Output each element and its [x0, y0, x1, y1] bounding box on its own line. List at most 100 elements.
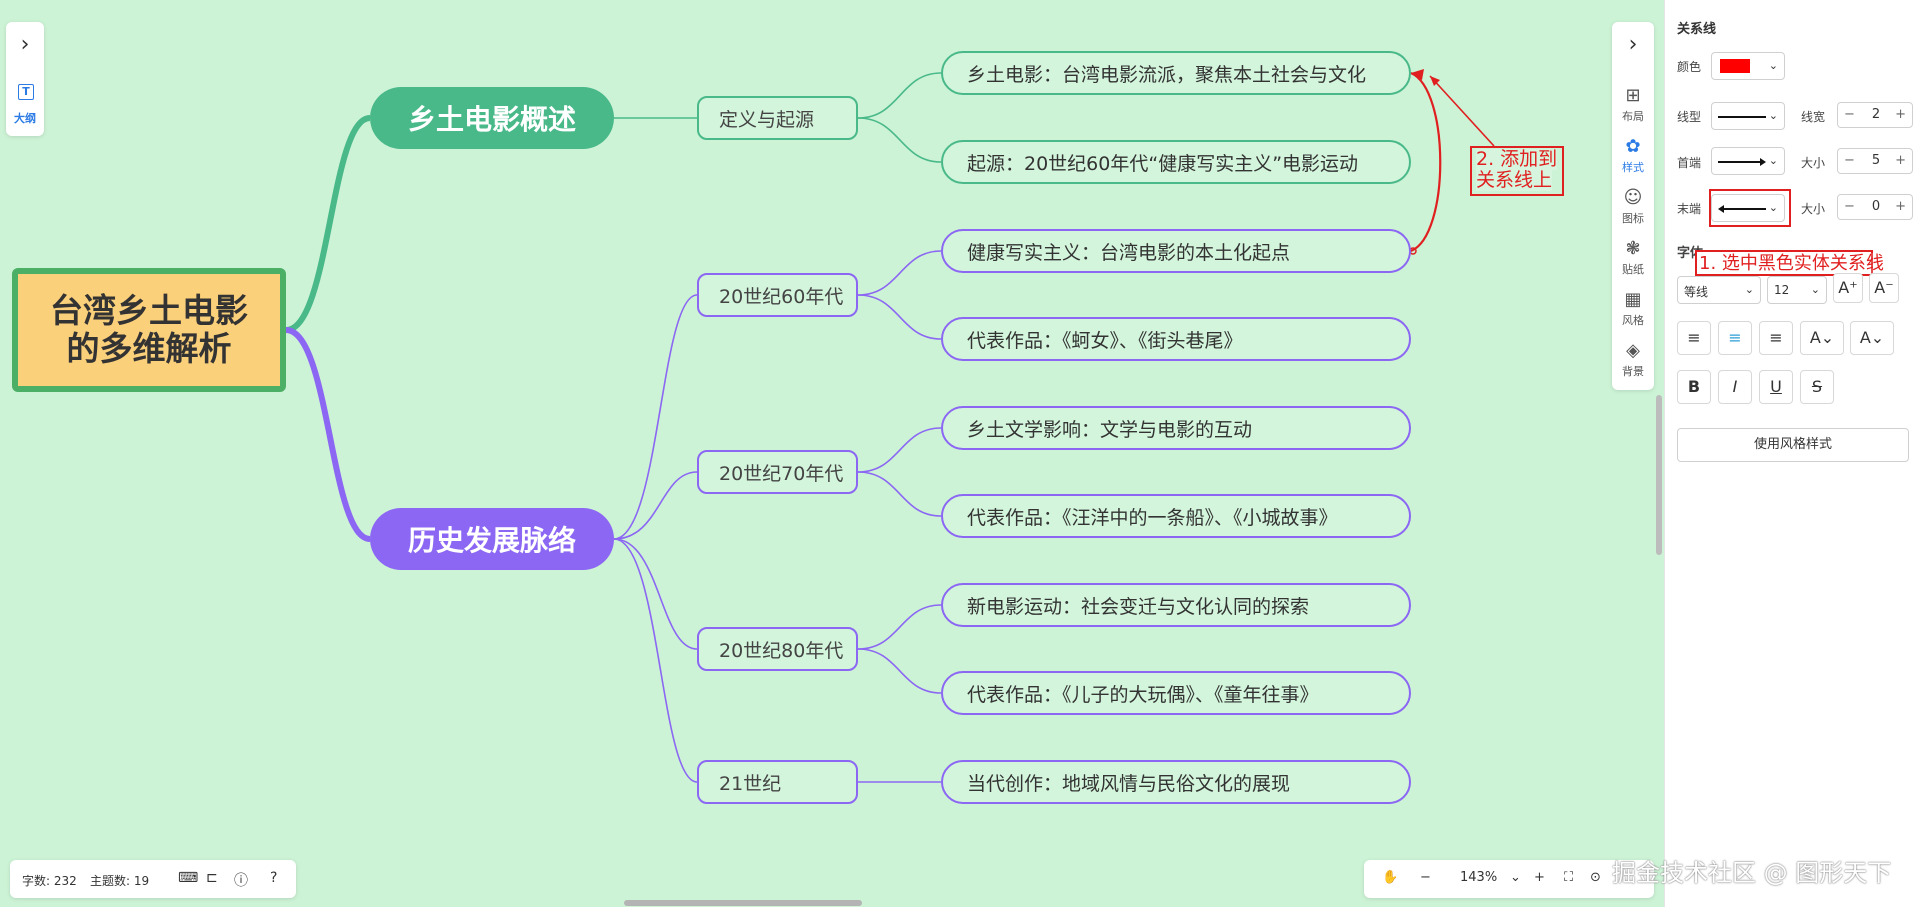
start-size-stepper[interactable]: − 5 + — [1837, 148, 1913, 174]
left-toolbar: › T 大纲 — [6, 22, 44, 136]
rail-label: 布局 — [1622, 110, 1644, 123]
font-decrease-icon[interactable]: A⁻ — [1869, 273, 1899, 303]
branch-overview[interactable]: 乡土电影概述 — [370, 87, 614, 149]
rail-item-layout[interactable]: ⊞ 布局 — [1612, 86, 1654, 124]
info-icon[interactable]: ⓘ — [234, 873, 248, 889]
word-count: 字数: 232 — [22, 874, 77, 888]
align-left-icon[interactable]: ≡ — [1677, 321, 1711, 355]
align-right-icon[interactable]: ≡ — [1759, 321, 1793, 355]
use-style-button[interactable]: 使用风格样式 — [1677, 428, 1909, 462]
chevron-down-icon: ⌄ — [1768, 201, 1778, 214]
locate-icon[interactable]: ⊙ — [1590, 870, 1601, 885]
help-icon[interactable]: ? — [270, 870, 278, 886]
line-width-stepper[interactable]: − 2 + — [1837, 102, 1913, 128]
hand-icon[interactable]: ✋ — [1382, 870, 1399, 885]
annotation-step2-line2: 关系线上 — [1476, 169, 1553, 191]
chevron-down-icon: ⌄ — [1768, 59, 1778, 72]
minus-icon[interactable]: − — [1844, 199, 1855, 214]
status-bar: 字数: 232 主题数: 19 ⌨ ⊏ ⓘ ? — [10, 860, 296, 898]
mindmap-canvas[interactable]: 台湾乡土电影的多维解析 乡土电影概述 历史发展脉络 定义与起源 乡土电影：台湾电… — [0, 0, 1662, 907]
subtopic-60s[interactable]: 20世纪60年代 — [697, 273, 858, 317]
subtopic-definition[interactable]: 定义与起源 — [697, 96, 858, 140]
start-arrow-select[interactable]: ⌄ — [1711, 147, 1785, 175]
fit-screen-icon[interactable]: ⛶ — [1564, 870, 1574, 885]
arrow-line-icon — [1718, 161, 1762, 163]
italic-icon[interactable]: I — [1718, 370, 1752, 404]
start-size-value[interactable]: 5 — [1871, 153, 1881, 168]
solid-line-icon — [1718, 116, 1766, 118]
leaf-topic[interactable]: 当代创作：地域风情与民俗文化的展现 — [941, 760, 1411, 804]
leaf-topic[interactable]: 代表作品：《蚵女》、《街头巷尾》 — [941, 317, 1411, 361]
expand-chevron-icon[interactable]: › — [20, 32, 30, 57]
end-size-value[interactable]: 0 — [1871, 199, 1881, 214]
rail-item-stickers[interactable]: ❃ 贴纸 — [1612, 239, 1654, 277]
highlight-color-picker[interactable]: A⌄ — [1850, 321, 1894, 355]
rail-label: 样式 — [1622, 161, 1644, 174]
outline-label[interactable]: 大纲 — [14, 112, 36, 125]
rail-item-theme[interactable]: ▦ 风格 — [1612, 290, 1654, 328]
text-color-picker[interactable]: A⌄ — [1800, 321, 1844, 355]
outline-icon[interactable]: T — [18, 84, 34, 100]
font-size-value: 12 — [1774, 283, 1790, 297]
font-size-select[interactable]: 12 ⌄ — [1767, 276, 1827, 304]
start-label: 首端 — [1677, 156, 1702, 170]
arrow-head-icon — [1760, 158, 1766, 166]
root-topic[interactable]: 台湾乡土电影的多维解析 — [12, 268, 286, 392]
zoom-in-icon[interactable]: + — [1534, 870, 1545, 885]
end-label: 末端 — [1677, 202, 1702, 216]
plus-icon[interactable]: + — [1895, 199, 1906, 214]
leaf-topic[interactable]: 起源：20世纪60年代“健康写实主义”电影运动 — [941, 140, 1411, 184]
arrow-head-icon — [1718, 205, 1724, 213]
subtopic-70s[interactable]: 20世纪70年代 — [697, 450, 858, 494]
sticker-icon: ❃ — [1625, 238, 1641, 259]
subtopic-80s[interactable]: 20世纪80年代 — [697, 627, 858, 671]
align-center-icon[interactable]: ≡ — [1718, 321, 1752, 355]
leaf-topic[interactable]: 乡土电影：台湾电影流派，聚焦本土社会与文化 — [941, 51, 1411, 95]
chevron-down-icon: ⌄ — [1768, 154, 1778, 167]
minus-icon[interactable]: − — [1844, 107, 1855, 122]
end-size-stepper[interactable]: − 0 + — [1837, 194, 1913, 220]
rail-label: 背景 — [1622, 365, 1644, 378]
zoom-out-icon[interactable]: − — [1420, 870, 1431, 885]
zoom-value[interactable]: 143% — [1460, 870, 1498, 885]
subtopic-21st[interactable]: 21世纪 — [697, 760, 858, 804]
line-width-label: 线宽 — [1801, 110, 1826, 124]
leaf-topic[interactable]: 代表作品：《儿子的大玩偶》、《童年往事》 — [941, 671, 1411, 715]
layers-icon: ◈ — [1626, 340, 1640, 361]
leaf-topic[interactable]: 健康写实主义：台湾电影的本土化起点 — [941, 229, 1411, 273]
vertical-scrollbar[interactable] — [1656, 395, 1662, 555]
branch-history[interactable]: 历史发展脉络 — [370, 508, 614, 570]
minimap-icon[interactable]: ⊏ — [206, 870, 218, 886]
line-type-label: 线型 — [1677, 110, 1702, 124]
properties-panel: 关系线 颜色 ⌄ 线型 ⌄ 线宽 − 2 + 首端 ⌄ 大小 − 5 + 末端 … — [1664, 0, 1920, 907]
bold-icon[interactable]: B — [1677, 370, 1711, 404]
underline-icon[interactable]: U — [1759, 370, 1793, 404]
end-size-label: 大小 — [1801, 202, 1826, 216]
line-type-select[interactable]: ⌄ — [1711, 102, 1785, 130]
font-family-select[interactable]: 等线 ⌄ — [1677, 276, 1761, 304]
keyboard-icon[interactable]: ⌨ — [178, 870, 199, 886]
rail-item-background[interactable]: ◈ 背景 — [1612, 341, 1654, 379]
rail-label: 贴纸 — [1622, 263, 1644, 276]
chevron-down-icon[interactable]: ⌄ — [1510, 870, 1521, 885]
rail-item-icons[interactable]: ☺ 图标 — [1612, 188, 1654, 226]
plus-icon[interactable]: + — [1895, 107, 1906, 122]
end-arrow-select[interactable]: ⌄ — [1711, 194, 1785, 222]
minus-icon[interactable]: − — [1844, 153, 1855, 168]
leaf-topic[interactable]: 新电影运动：社会变迁与文化认同的探索 — [941, 583, 1411, 627]
color-swatch — [1720, 59, 1750, 73]
leaf-topic[interactable]: 乡土文学影响：文学与电影的互动 — [941, 406, 1411, 450]
watermark: 掘金技术社区 @ 图形天下 — [1612, 859, 1892, 887]
line-width-value[interactable]: 2 — [1871, 107, 1881, 122]
horizontal-scrollbar[interactable] — [624, 900, 862, 906]
chevron-down-icon: ⌄ — [1810, 283, 1820, 296]
leaf-topic[interactable]: 代表作品：《汪洋中的一条船》、《小城故事》 — [941, 494, 1411, 538]
plus-icon[interactable]: + — [1895, 153, 1906, 168]
right-icon-rail: › ⊞ 布局 ✿ 样式 ☺ 图标 ❃ 贴纸 ▦ 风格 ◈ 背景 — [1612, 22, 1654, 390]
font-increase-icon[interactable]: A⁺ — [1833, 273, 1863, 303]
collapse-chevron-icon[interactable]: › — [1628, 32, 1638, 57]
color-picker[interactable]: ⌄ — [1711, 52, 1785, 80]
connector-lines — [285, 69, 1495, 783]
rail-item-style[interactable]: ✿ 样式 — [1612, 137, 1654, 175]
strikethrough-icon[interactable]: S — [1800, 370, 1834, 404]
